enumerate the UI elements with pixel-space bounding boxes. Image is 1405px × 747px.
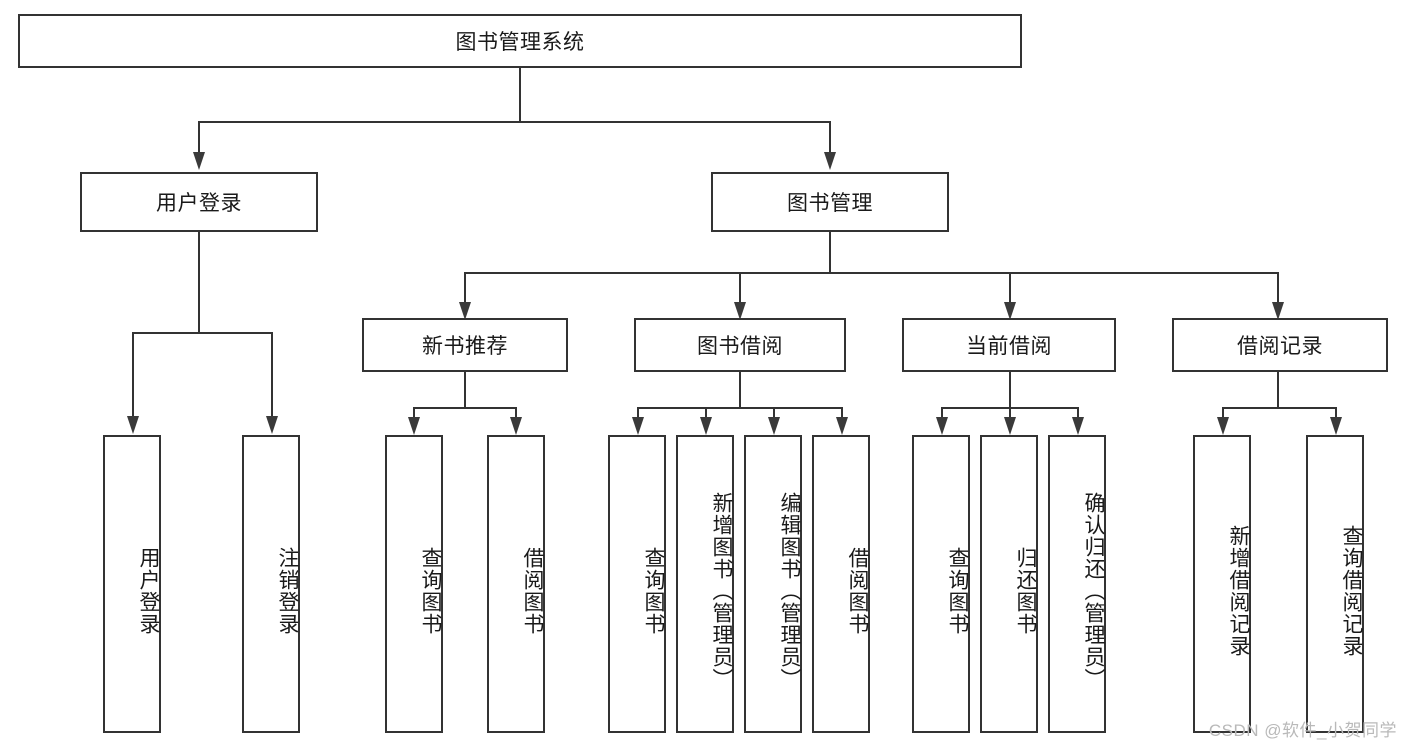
leaf-borrow-record-1[interactable]: 查询借阅记录 (1306, 435, 1364, 733)
edge-record-bus (1222, 407, 1335, 409)
edge-record-to-leaf-0 (1222, 407, 1224, 419)
arrow-recommend-leaf-1 (510, 417, 522, 435)
arrow-record-leaf-1 (1330, 417, 1342, 435)
node-label: 当前借阅 (966, 335, 1052, 358)
arrow-book-mgmt-l3-3 (1272, 302, 1284, 320)
arrow-current-leaf-1 (1004, 417, 1016, 435)
arrow-book-mgmt-l3-0 (459, 302, 471, 320)
leaf-recommend-1[interactable]: 借阅图书 (487, 435, 545, 733)
node-label: 查询图书 (642, 547, 665, 635)
arrow-borrow-leaf-0 (632, 417, 644, 435)
arrow-borrow-leaf-2 (768, 417, 780, 435)
edge-borrow-to-leaf-0 (637, 407, 639, 419)
node-label: 新增借阅记录 (1227, 525, 1250, 657)
edge-user-login-bus (132, 332, 273, 334)
node-book-management[interactable]: 图书管理 (711, 172, 949, 232)
edge-root-to-book-mgmt (829, 121, 831, 154)
edge-book-mgmt-to-l3-3 (1277, 272, 1279, 304)
edge-current-to-leaf-1 (1009, 407, 1011, 419)
edge-record-to-leaf-1 (1335, 407, 1337, 419)
leaf-book-borrow-3[interactable]: 借阅图书 (812, 435, 870, 733)
leaf-user-login-1[interactable]: 注销登录 (242, 435, 300, 733)
edge-root-to-user-login (198, 121, 200, 154)
edge-borrow-to-leaf-3 (841, 407, 843, 419)
leaf-current-borrow-1[interactable]: 归还图书 (980, 435, 1038, 733)
node-label: 用户登录 (156, 192, 242, 215)
edge-borrow-drop (739, 372, 741, 408)
edge-current-drop (1009, 372, 1011, 408)
edge-book-mgmt-to-l3-0 (464, 272, 466, 304)
edge-book-mgmt-to-l3-1 (739, 272, 741, 304)
node-label: 编辑图书（管理员） (778, 492, 801, 690)
edge-recommend-to-leaf-1 (515, 407, 517, 419)
edge-book-mgmt-drop (829, 232, 831, 273)
arrow-book-mgmt-l3-1 (734, 302, 746, 320)
arrow-record-leaf-0 (1217, 417, 1229, 435)
leaf-recommend-0[interactable]: 查询图书 (385, 435, 443, 733)
node-label: 查询图书 (946, 547, 969, 635)
node-label: 新增图书（管理员） (710, 492, 733, 690)
leaf-current-borrow-0[interactable]: 查询图书 (912, 435, 970, 733)
node-label: 用户登录 (137, 547, 160, 635)
node-label: 注销登录 (276, 547, 299, 635)
node-label: 借阅图书 (521, 547, 544, 635)
node-current-borrow[interactable]: 当前借阅 (902, 318, 1116, 372)
node-label: 归还图书 (1014, 547, 1037, 635)
arrow-borrow-leaf-1 (700, 417, 712, 435)
leaf-book-borrow-2[interactable]: 编辑图书（管理员） (744, 435, 802, 733)
edge-recommend-drop (464, 372, 466, 408)
edge-user-login-drop (198, 232, 200, 333)
node-label: 图书借阅 (697, 335, 783, 358)
edge-recommend-to-leaf-0 (413, 407, 415, 419)
node-label: 图书管理系统 (455, 31, 585, 54)
edge-root-bus (198, 121, 831, 123)
edge-root-drop (519, 68, 521, 122)
edge-book-mgmt-to-l3-2 (1009, 272, 1011, 304)
node-user-login[interactable]: 用户登录 (80, 172, 318, 232)
node-label: 新书推荐 (422, 335, 508, 358)
node-new-book-recommend[interactable]: 新书推荐 (362, 318, 568, 372)
edge-record-drop (1277, 372, 1279, 408)
edge-book-mgmt-bus (464, 272, 1278, 274)
arrow-recommend-leaf-0 (408, 417, 420, 435)
leaf-borrow-record-0[interactable]: 新增借阅记录 (1193, 435, 1251, 733)
arrow-current-leaf-2 (1072, 417, 1084, 435)
leaf-book-borrow-1[interactable]: 新增图书（管理员） (676, 435, 734, 733)
node-label: 查询借阅记录 (1340, 525, 1363, 657)
node-label: 图书管理 (787, 192, 873, 215)
leaf-current-borrow-2[interactable]: 确认归还（管理员） (1048, 435, 1106, 733)
edge-current-to-leaf-2 (1077, 407, 1079, 419)
arrow-to-user-login (193, 152, 205, 170)
node-label: 借阅记录 (1237, 335, 1323, 358)
node-borrow-record[interactable]: 借阅记录 (1172, 318, 1388, 372)
arrow-current-leaf-0 (936, 417, 948, 435)
csdn-watermark: CSDN @软件_小贺同学 (1208, 721, 1397, 740)
arrow-borrow-leaf-3 (836, 417, 848, 435)
edge-current-to-leaf-0 (941, 407, 943, 419)
arrow-user-login-leaf-0 (127, 416, 139, 434)
arrow-book-mgmt-l3-2 (1004, 302, 1016, 320)
edge-borrow-to-leaf-1 (705, 407, 707, 419)
node-label: 借阅图书 (846, 547, 869, 635)
node-label: 查询图书 (419, 547, 442, 635)
node-book-borrow[interactable]: 图书借阅 (634, 318, 846, 372)
arrow-to-book-mgmt (824, 152, 836, 170)
leaf-user-login-0[interactable]: 用户登录 (103, 435, 161, 733)
node-label: 确认归还（管理员） (1082, 492, 1105, 690)
node-root-system[interactable]: 图书管理系统 (18, 14, 1022, 68)
edge-borrow-to-leaf-2 (773, 407, 775, 419)
edge-recommend-bus (413, 407, 515, 409)
edge-user-login-to-leaf-1 (271, 332, 273, 418)
edge-borrow-bus (637, 407, 842, 409)
edge-user-login-to-leaf-0 (132, 332, 134, 418)
leaf-book-borrow-0[interactable]: 查询图书 (608, 435, 666, 733)
arrow-user-login-leaf-1 (266, 416, 278, 434)
